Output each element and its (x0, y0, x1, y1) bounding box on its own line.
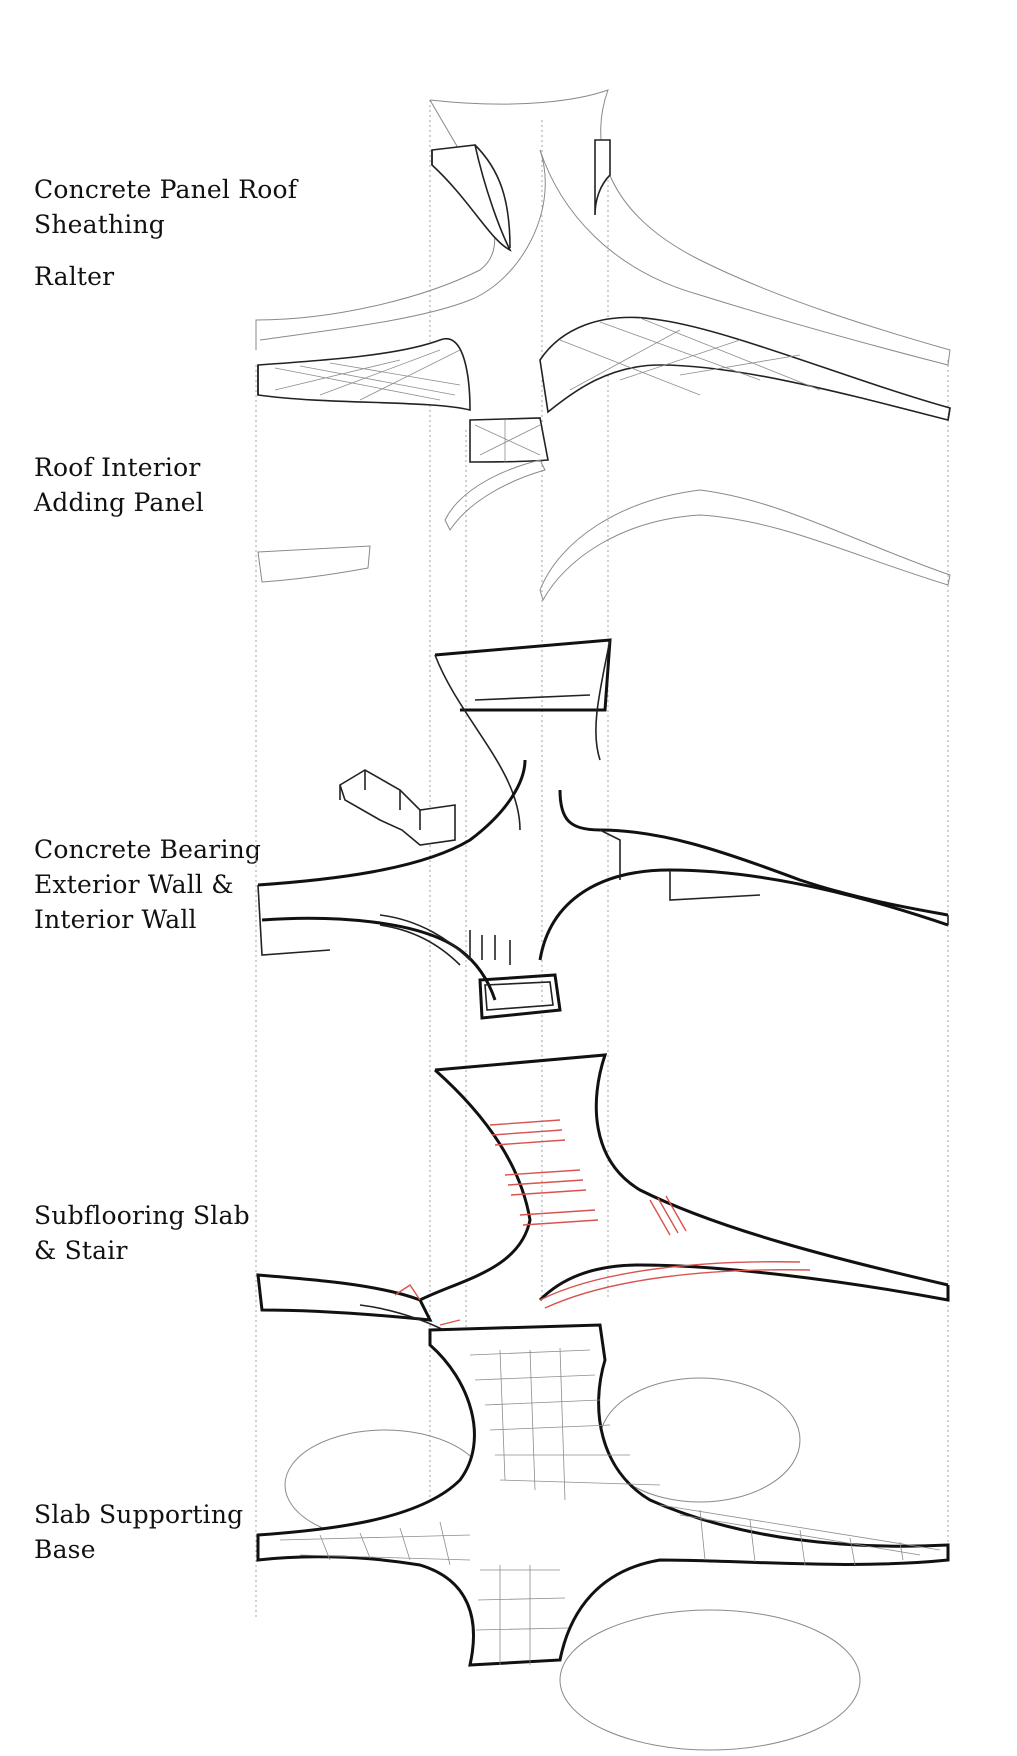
subflooring-layer (256, 1053, 950, 1346)
label-slab-base-line-2: Base (34, 1535, 96, 1564)
label-rafter-line-1: Ralter (34, 262, 115, 291)
label-bearing-wall: Concrete Bearing Exterior Wall & Interio… (34, 832, 261, 937)
alignment-guides (255, 100, 949, 1620)
slab-base-layer (256, 1323, 950, 1751)
label-bearing-wall-line-2: Exterior Wall & (34, 870, 234, 899)
label-roof-sheathing: Concrete Panel Roof Sheathing (34, 172, 297, 242)
label-subflooring: Subflooring Slab & Stair (34, 1198, 250, 1268)
label-bearing-wall-line-3: Interior Wall (34, 905, 197, 934)
label-roof-interior: Roof Interior Adding Panel (34, 450, 204, 520)
label-subflooring-line-2: & Stair (34, 1236, 128, 1265)
label-slab-base-line-1: Slab Supporting (34, 1500, 244, 1529)
label-roof-sheathing-line-1: Concrete Panel Roof (34, 175, 298, 204)
roof-interior-layer (257, 459, 951, 602)
label-rafter: Ralter (34, 259, 114, 294)
bearing-wall-layer (257, 638, 949, 1020)
rafter-layer (257, 139, 951, 463)
label-roof-sheathing-line-2: Sheathing (34, 210, 165, 239)
label-roof-interior-line-2: Adding Panel (34, 488, 205, 517)
label-subflooring-line-1: Subflooring Slab (34, 1201, 250, 1230)
label-bearing-wall-line-1: Concrete Bearing (34, 835, 262, 864)
label-slab-base: Slab Supporting Base (34, 1497, 243, 1567)
label-roof-interior-line-1: Roof Interior (34, 453, 201, 482)
